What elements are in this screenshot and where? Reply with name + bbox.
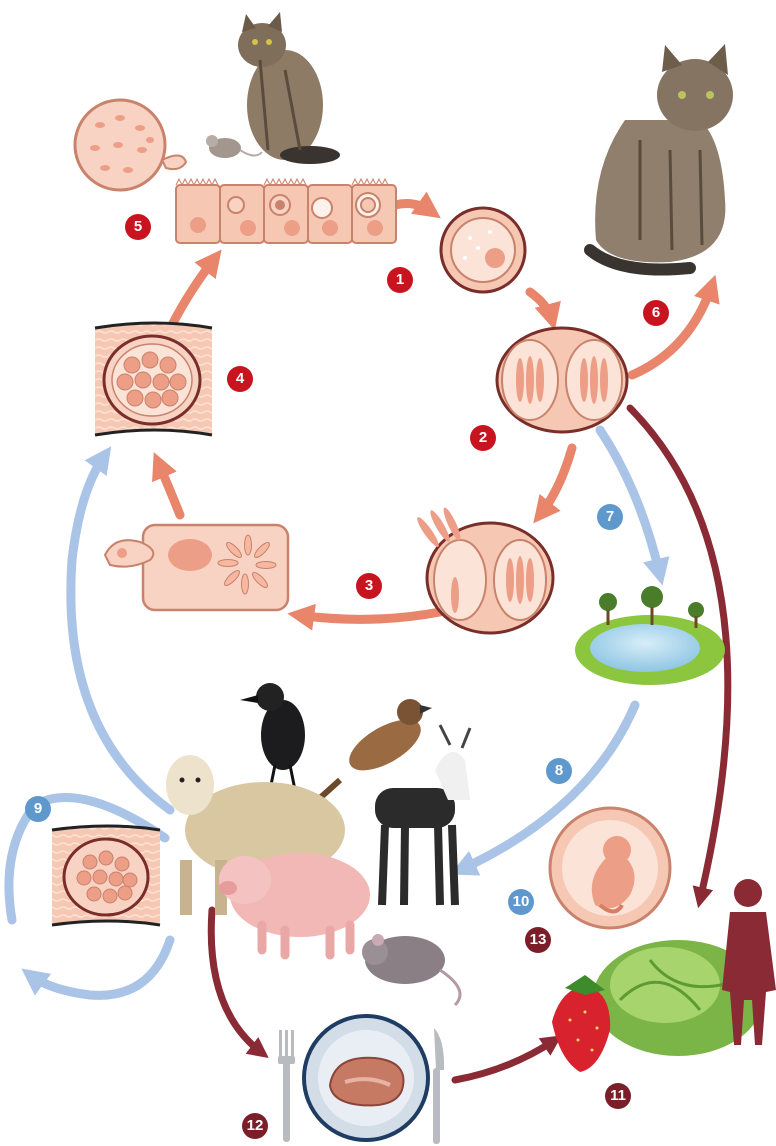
arrow-9-loop-bottom	[30, 940, 170, 995]
step-badge: 5	[125, 214, 151, 240]
pig-icon	[219, 853, 370, 955]
arrow-2-to-3	[540, 448, 572, 515]
step-badge: 7	[597, 504, 623, 530]
arrow-4-to-5	[172, 258, 215, 325]
step-badge: 10	[508, 889, 534, 915]
arrow-2-to-cat	[632, 285, 712, 375]
cat-icon	[238, 12, 340, 164]
pond-icon	[575, 586, 725, 685]
arrow-3-to-tachyzoite	[298, 612, 440, 619]
oocyst-icon	[441, 208, 525, 292]
knife-icon	[433, 1028, 444, 1144]
arrow-animals-to-meat	[211, 910, 262, 1053]
step-badge: 12	[242, 1113, 268, 1139]
arrow-1-to-2	[530, 292, 552, 320]
step-badge: 8	[546, 758, 572, 784]
fork-icon	[278, 1030, 295, 1142]
rat-icon	[362, 934, 460, 1005]
sporulated-oocyst-icon	[497, 328, 627, 432]
arrow-5-to-1	[395, 204, 432, 212]
mouse-icon	[206, 135, 262, 158]
fetus-icon	[550, 808, 670, 928]
step-badge: 2	[470, 425, 496, 451]
strawberry-icon	[552, 975, 610, 1072]
step-badge: 4	[227, 366, 253, 392]
step-badge: 11	[605, 1083, 631, 1109]
intestinal-epithelium-icon	[176, 179, 396, 243]
step-badge: 3	[356, 573, 382, 599]
step-badge: 9	[25, 796, 51, 822]
step-badge: 13	[525, 927, 551, 953]
tissue-cyst-icon	[95, 323, 212, 435]
sparrow-icon	[320, 699, 432, 798]
arrow-meat-to-produce	[455, 1040, 555, 1080]
host-cell-icon	[105, 525, 288, 610]
arrow-7-to-water	[600, 430, 660, 575]
tissue-cyst-icon	[52, 826, 160, 925]
crow-icon	[240, 683, 305, 790]
step-badge: 6	[643, 300, 669, 326]
meat-plate-icon	[304, 1016, 428, 1140]
tachyzoite-cluster-icon	[75, 100, 186, 190]
cat-icon	[590, 44, 733, 270]
arrow-9-to-tissue-cyst	[71, 455, 170, 810]
arrow-to-4	[158, 462, 180, 515]
step-badge: 1	[387, 267, 413, 293]
